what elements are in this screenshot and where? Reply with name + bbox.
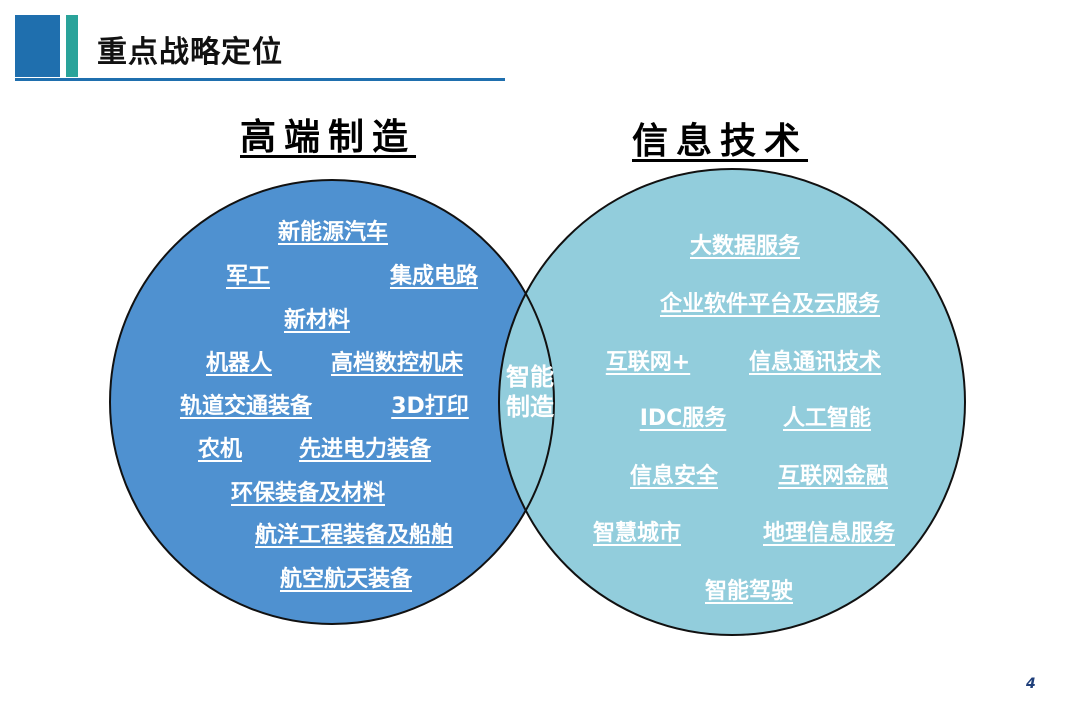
left-item-gdjtzb: 轨道交通装备	[179, 394, 313, 419]
right-circle-outline	[498, 168, 966, 636]
left-item-xnyqc: 新能源汽车	[277, 220, 389, 245]
title-accent-bar-blue	[15, 15, 60, 77]
left-item-jg: 军工	[225, 264, 271, 289]
right-item-xxtxjs: 信息通讯技术	[748, 350, 882, 375]
title-underline-rule	[15, 78, 505, 81]
left-item-jcdl: 集成电路	[389, 264, 479, 289]
page-number: 4	[1026, 676, 1036, 692]
right-item-xxaq: 信息安全	[629, 464, 719, 489]
right-item-znjs: 智能驾驶	[704, 579, 794, 604]
left-item-nj: 农机	[197, 437, 243, 462]
left-item-gdskjc: 高档数控机床	[330, 351, 464, 376]
overlap-label-line2: 制造	[506, 393, 554, 421]
page-title: 重点战略定位	[97, 35, 283, 70]
left-item-hygczbjcb: 航洋工程装备及船舶	[254, 523, 454, 548]
overlap-label-line1: 智能	[506, 363, 554, 391]
overlap-label: 智能 制造	[500, 362, 560, 422]
title-accent-bar-teal	[66, 15, 78, 77]
right-item-zhcs: 智慧城市	[592, 521, 682, 546]
right-item-hlw: 互联网+	[605, 350, 691, 375]
right-item-hlwjr: 互联网金融	[777, 464, 889, 489]
left-set-title: 高端制造	[240, 117, 417, 158]
left-circle-outline	[109, 179, 555, 625]
right-set-title: 信息技术	[632, 121, 809, 162]
left-item-hkhtzb: 航空航天装备	[279, 567, 413, 592]
right-item-idcfw: IDC服务	[639, 406, 727, 431]
right-item-rgzn: 人工智能	[782, 406, 872, 431]
left-circle	[110, 180, 554, 624]
right-item-dsjfw: 大数据服务	[689, 234, 801, 259]
left-item-hbzbjcl: 环保装备及材料	[230, 481, 386, 506]
right-circle	[499, 169, 965, 635]
left-item-xjdlzb: 先进电力装备	[298, 437, 432, 462]
left-item-jqr: 机器人	[205, 351, 273, 376]
left-item-xcl: 新材料	[283, 308, 351, 333]
right-item-qyrjptjyfw: 企业软件平台及云服务	[659, 292, 881, 317]
right-item-dlxxfw: 地理信息服务	[762, 521, 896, 546]
left-item-3ddy: 3D打印	[391, 394, 469, 419]
